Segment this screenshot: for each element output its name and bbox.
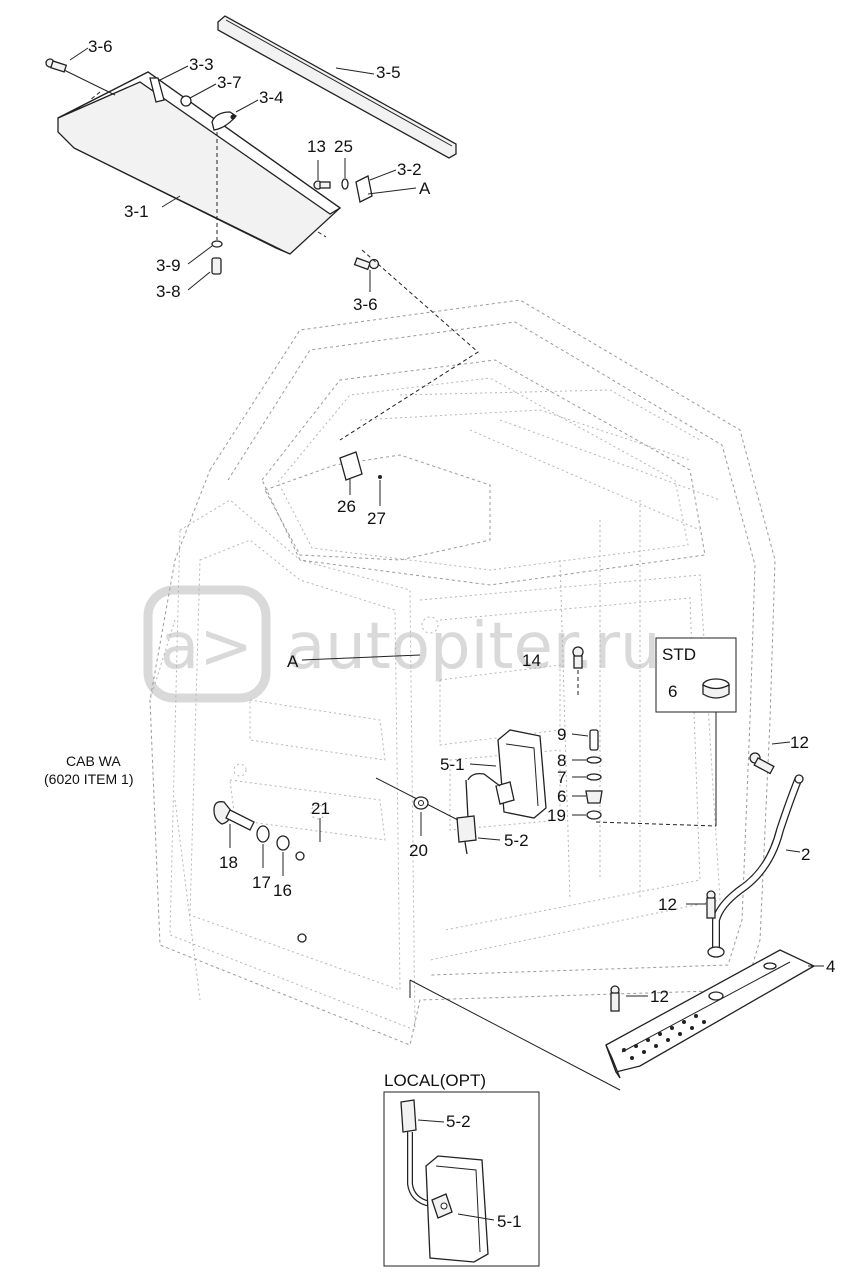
callout-3-3: 3-3 <box>189 55 214 74</box>
bracket-3-3 <box>149 77 165 103</box>
ring-19 <box>586 810 602 820</box>
bolt-12-mid <box>706 890 716 919</box>
callout-21: 21 <box>311 799 330 818</box>
mirror-assembly <box>375 729 547 855</box>
washer-7 <box>586 773 602 781</box>
callout-4: 4 <box>826 957 835 976</box>
callout-20: 20 <box>409 841 428 860</box>
local-opt-box <box>383 1091 540 1267</box>
callout-2: 2 <box>801 845 810 864</box>
callout-5-1-local: 5-1 <box>497 1212 522 1231</box>
callout-6-std: 6 <box>668 682 677 701</box>
bush-6 <box>585 790 603 804</box>
bracket-26 <box>339 451 363 481</box>
watermark: a> autopiter.ru <box>143 585 661 703</box>
bolt-13 <box>313 180 331 190</box>
callout-16: 16 <box>273 881 292 900</box>
bolt-14 <box>572 646 584 669</box>
callout-7: 7 <box>557 768 566 787</box>
bolt-3-6-bottom <box>353 257 380 271</box>
callout-3-8: 3-8 <box>156 282 181 301</box>
callout-3-6-bottom: 3-6 <box>353 295 378 314</box>
callout-3-9: 3-9 <box>156 256 181 275</box>
local-mount-5-2 <box>400 1099 417 1133</box>
washer-17 <box>256 825 270 843</box>
callout-26: 26 <box>337 497 356 516</box>
callout-25: 25 <box>334 137 353 156</box>
callout-3-2: 3-2 <box>397 160 422 179</box>
watermark-logo-badge <box>143 585 271 703</box>
washer-8 <box>586 756 602 764</box>
callout-3-4: 3-4 <box>259 88 284 107</box>
bracket-3-2 <box>355 175 373 203</box>
callout-17: 17 <box>252 873 271 892</box>
roof-bracket <box>339 451 382 506</box>
callout-14: 14 <box>522 651 541 670</box>
callout-9: 9 <box>557 725 566 744</box>
cab-outline <box>149 299 776 1046</box>
local-mirror-5-1 <box>425 1155 489 1263</box>
bolt-9 <box>589 729 599 751</box>
callout-a-top: A <box>419 179 431 198</box>
cab-note-line2: (6020 ITEM 1) <box>44 771 133 787</box>
callout-13: 13 <box>307 137 326 156</box>
callout-12-low: 12 <box>650 987 669 1006</box>
washer-3-9 <box>211 240 223 248</box>
callout-19: 19 <box>547 806 566 825</box>
visor-rail <box>217 15 457 159</box>
callout-3-5: 3-5 <box>376 63 401 82</box>
callout-8: 8 <box>557 751 566 770</box>
callout-a-mid: A <box>287 652 299 671</box>
std-box-title: STD <box>662 645 696 664</box>
bolt-12-low <box>610 985 620 1012</box>
step-and-rail <box>409 741 824 1091</box>
callout-5-1: 5-1 <box>440 755 465 774</box>
std-box <box>595 637 737 827</box>
callout-6: 6 <box>557 787 566 806</box>
washer-25 <box>341 178 349 190</box>
callout-18: 18 <box>219 853 238 872</box>
knob-3-4 <box>211 111 237 131</box>
callout-12-top: 12 <box>790 733 809 752</box>
washer-16 <box>276 835 290 851</box>
callout-5-2: 5-2 <box>504 831 529 850</box>
grab-handle-assembly <box>213 801 345 943</box>
callout-12-mid: 12 <box>658 895 677 914</box>
mirror-bracket-parts <box>571 646 603 820</box>
watermark-text: autopiter.ru <box>286 610 661 684</box>
callout-3-1: 3-1 <box>124 202 149 221</box>
watermark-logo-glyph: a> <box>160 610 253 684</box>
mirror-5-1 <box>497 729 547 819</box>
screw-3-8 <box>211 257 222 275</box>
callout-3-6-top: 3-6 <box>88 37 113 56</box>
mount-5-2 <box>456 815 477 843</box>
nut-3-7 <box>180 95 192 107</box>
bolt-12-top <box>749 752 775 775</box>
cab-note-line1: CAB WA <box>66 753 121 769</box>
screw-27 <box>378 475 382 479</box>
sun-visor-assembly <box>45 15 479 441</box>
bolt-3-6-top <box>45 58 68 73</box>
callout-5-2-local: 5-2 <box>446 1112 471 1131</box>
callout-27: 27 <box>367 509 386 528</box>
callout-labels: 3-6 3-3 3-7 3-4 3-5 13 25 3-2 A 3-1 3-9 … <box>44 37 835 1231</box>
step-holes <box>622 1014 706 1060</box>
local-box-title: LOCAL(OPT) <box>384 1071 486 1090</box>
callout-3-7: 3-7 <box>217 73 242 92</box>
